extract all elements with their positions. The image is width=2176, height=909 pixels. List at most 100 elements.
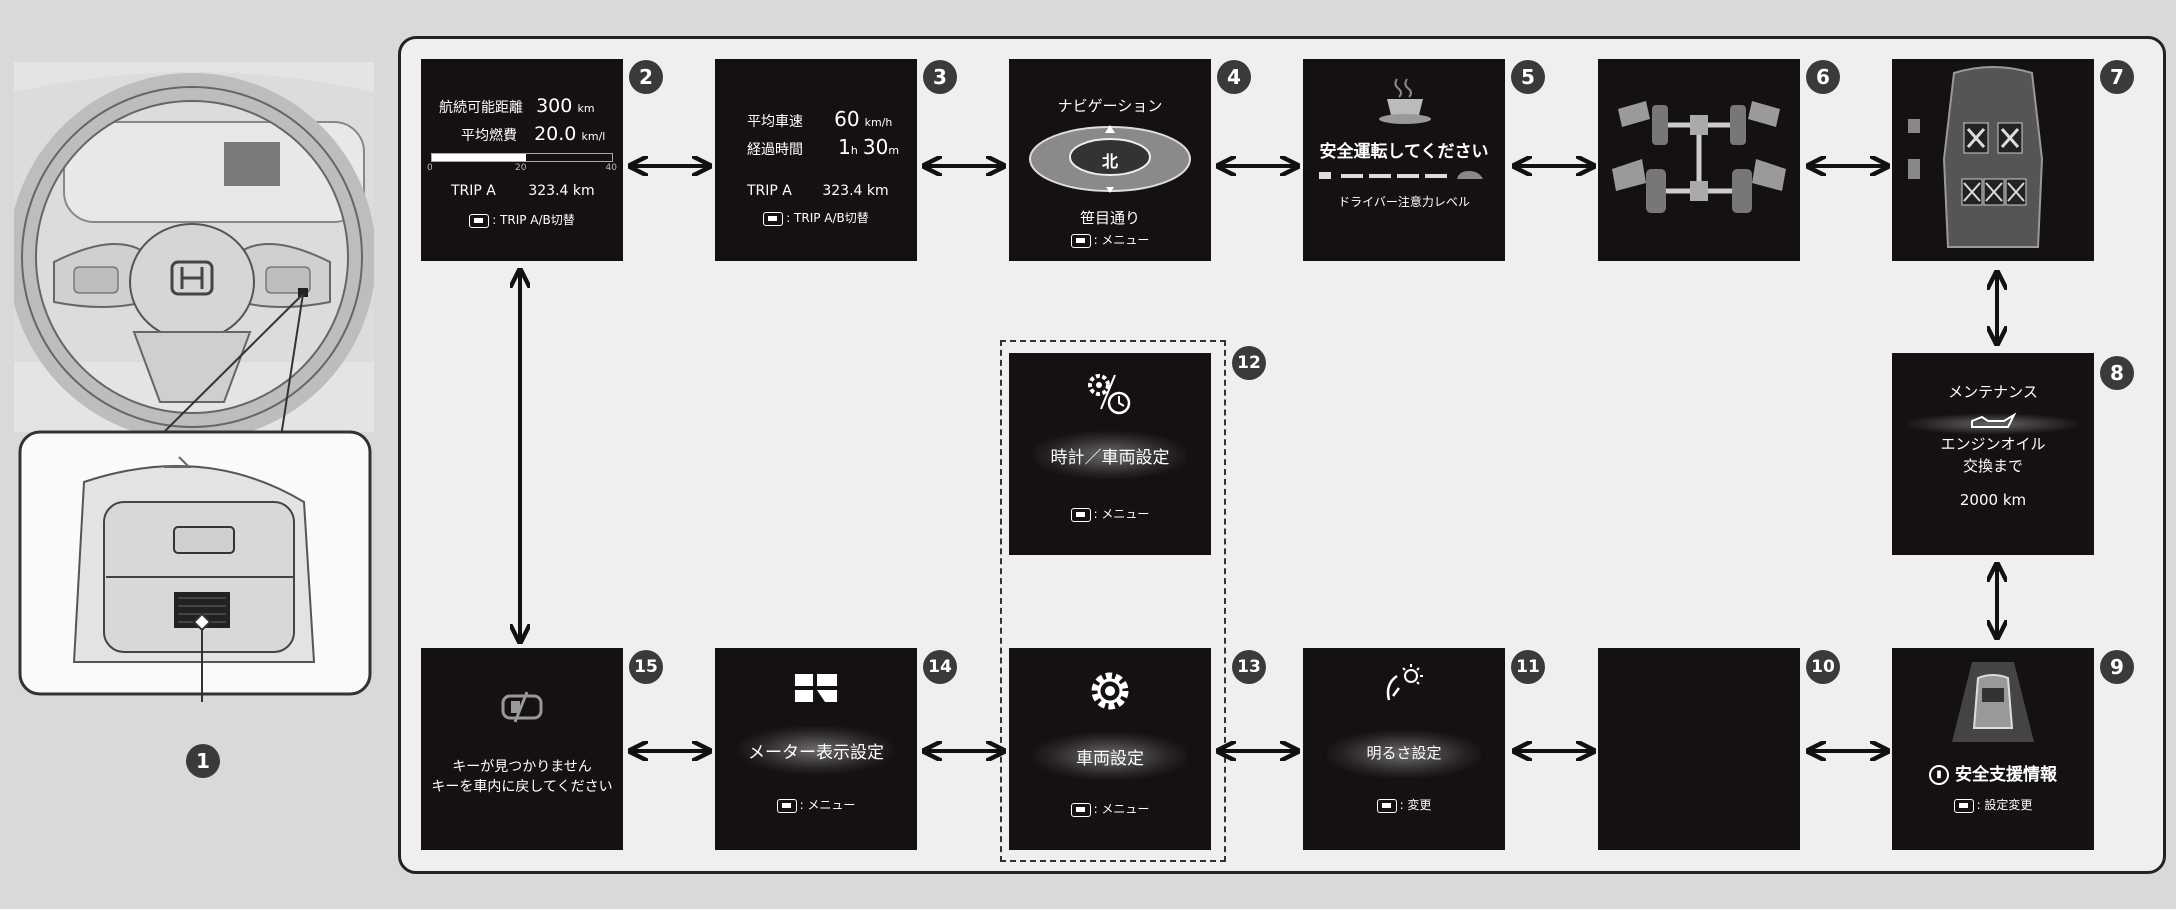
screen-clock-vehicle-settings: 時計／車両設定 : メニュー <box>1009 353 1211 555</box>
fuel-value: 20.0 <box>534 123 577 145</box>
selector-button-icon <box>1070 233 1091 248</box>
screen-awd-torque <box>1598 59 1800 261</box>
scale-20: 20 <box>515 163 527 173</box>
maintenance-item-line1: エンジンオイル <box>1940 435 2046 453</box>
badge-14: 14 <box>923 650 957 684</box>
compass-icon <box>1029 125 1191 193</box>
trip-value: 323.4 km <box>528 183 595 199</box>
badge-6: 6 <box>1806 60 1840 94</box>
safety-message: 安全運転してください <box>1319 142 1489 162</box>
selector-button-icon <box>763 211 784 226</box>
time-minutes-unit: m <box>888 144 900 157</box>
screen-navigation: ナビゲーション 北 笹目通り : メニュー <box>1009 59 1211 261</box>
steering-wheel-illustration <box>8 62 376 752</box>
oil-can-icon <box>1971 412 2017 428</box>
hint-text: : 設定変更 <box>1976 798 2033 812</box>
trip-label: TRIP A <box>747 183 792 199</box>
range-value: 300 <box>536 95 573 117</box>
scale-40: 40 <box>605 163 617 173</box>
display-highlight <box>224 142 280 186</box>
fuel-label: 平均燃費 <box>461 128 517 144</box>
screen-key-not-found: キーが見つかりません キーを車内に戻してください <box>421 648 623 850</box>
speed-unit: km/h <box>864 116 893 129</box>
screen-blank <box>1598 648 1800 850</box>
screen-vehicle-settings: 車両設定 : メニュー <box>1009 648 1211 850</box>
screen-brightness-setting: 明るさ設定 : 変更 <box>1303 648 1505 850</box>
attention-subtitle: ドライバー注意力レベル <box>1338 195 1470 209</box>
street-name: 笹目通り <box>1079 209 1140 227</box>
badge-9: 9 <box>2100 650 2134 684</box>
range-label: 航続可能距離 <box>439 100 523 116</box>
maintenance-item-line2: 交換まで <box>1962 457 2023 475</box>
range-unit: km <box>577 102 595 115</box>
maintenance-distance: 2000 km <box>1959 491 2027 509</box>
maintenance-title: メンテナンス <box>1948 383 2038 401</box>
badge-4: 4 <box>1217 60 1251 94</box>
settings-group-box <box>1000 340 1226 862</box>
meter-display-title: メーター表示設定 <box>748 743 884 763</box>
vehicle-settings-title: 車両設定 <box>1076 749 1144 769</box>
coffee-cup-icon <box>1379 78 1431 124</box>
fuel-bar <box>431 153 613 162</box>
nav-title: ナビゲーション <box>1057 97 1163 115</box>
selector-button-icon <box>1376 798 1397 813</box>
selector-button-icon <box>1953 798 1974 813</box>
steering-wheel-drawing <box>8 62 376 752</box>
badge-2: 2 <box>629 60 663 94</box>
key-missing-icon <box>501 691 543 723</box>
callout-badge-1: 1 <box>186 744 220 778</box>
time-label: 経過時間 <box>747 142 803 158</box>
badge-11: 11 <box>1511 650 1545 684</box>
selector-button-icon <box>1070 507 1091 522</box>
badge-15: 15 <box>629 650 663 684</box>
hint-text: : メニュー <box>1093 802 1150 816</box>
speed-label: 平均車速 <box>747 114 803 130</box>
selector-button-icon <box>776 798 797 813</box>
scale-0: 0 <box>427 163 433 173</box>
key-warning-line2: キーを車内に戻してください <box>431 779 613 795</box>
screen-seatbelt-status <box>1892 59 2094 261</box>
time-minutes: 30 <box>862 135 889 159</box>
compass-direction: 北 <box>1101 152 1118 171</box>
brightness-title: 明るさ設定 <box>1366 744 1442 762</box>
gear-clock-icon <box>1088 374 1131 415</box>
badge-12: 12 <box>1232 346 1266 380</box>
hint-text: : メニュー <box>1093 507 1150 521</box>
hint-text: : TRIP A/B切替 <box>492 213 575 227</box>
drivetrain-icon <box>1612 101 1786 213</box>
hint-text: : メニュー <box>1093 233 1150 247</box>
brightness-icon <box>1386 664 1423 701</box>
selector-button-icon <box>1070 802 1091 817</box>
badge-8: 8 <box>2100 356 2134 390</box>
time-hours-unit: h <box>850 144 858 157</box>
badge-13: 13 <box>1232 650 1266 684</box>
trip-label: TRIP A <box>451 183 496 199</box>
screen-safety-support: ▮ 安全支援情報 : 設定変更 <box>1892 648 2094 850</box>
screen-maintenance: メンテナンス エンジンオイル 交換まで 2000 km <box>1892 353 2094 555</box>
safety-support-icon: ▮ <box>1929 765 1949 785</box>
time-hours: 1 <box>838 135 851 159</box>
screen-meter-display-settings: メーター表示設定 : メニュー <box>715 648 917 850</box>
trip-value: 323.4 km <box>822 183 889 199</box>
fuel-unit: km/l <box>581 130 606 143</box>
badge-3: 3 <box>923 60 957 94</box>
attention-level-bar <box>1319 171 1483 179</box>
screen-trip-range: 航続可能距離 300 km 平均燃費 20.0 km/l 0 20 40 TRI… <box>421 59 623 261</box>
safety-support-title: 安全支援情報 <box>1955 765 2057 785</box>
road-car-icon <box>1952 662 2034 742</box>
badge-5: 5 <box>1511 60 1545 94</box>
speed-value: 60 <box>834 107 860 131</box>
key-warning-line1: キーが見つかりません <box>452 759 592 775</box>
screen-driver-attention: 安全運転してください ドライバー注意力レベル <box>1303 59 1505 261</box>
display-layout-icon <box>795 674 837 702</box>
hint-text: : 変更 <box>1399 798 1432 812</box>
hint-text: : TRIP A/B切替 <box>786 211 869 225</box>
badge-7: 7 <box>2100 60 2134 94</box>
badge-10: 10 <box>1806 650 1840 684</box>
hint-text: : メニュー <box>799 798 856 812</box>
screen-average-speed: 平均車速 60 km/h 経過時間 1h 30m TRIP A 323.4 km… <box>715 59 917 261</box>
clock-settings-title: 時計／車両設定 <box>1050 448 1170 468</box>
gear-icon <box>1091 672 1129 710</box>
selector-button-icon <box>469 213 490 228</box>
